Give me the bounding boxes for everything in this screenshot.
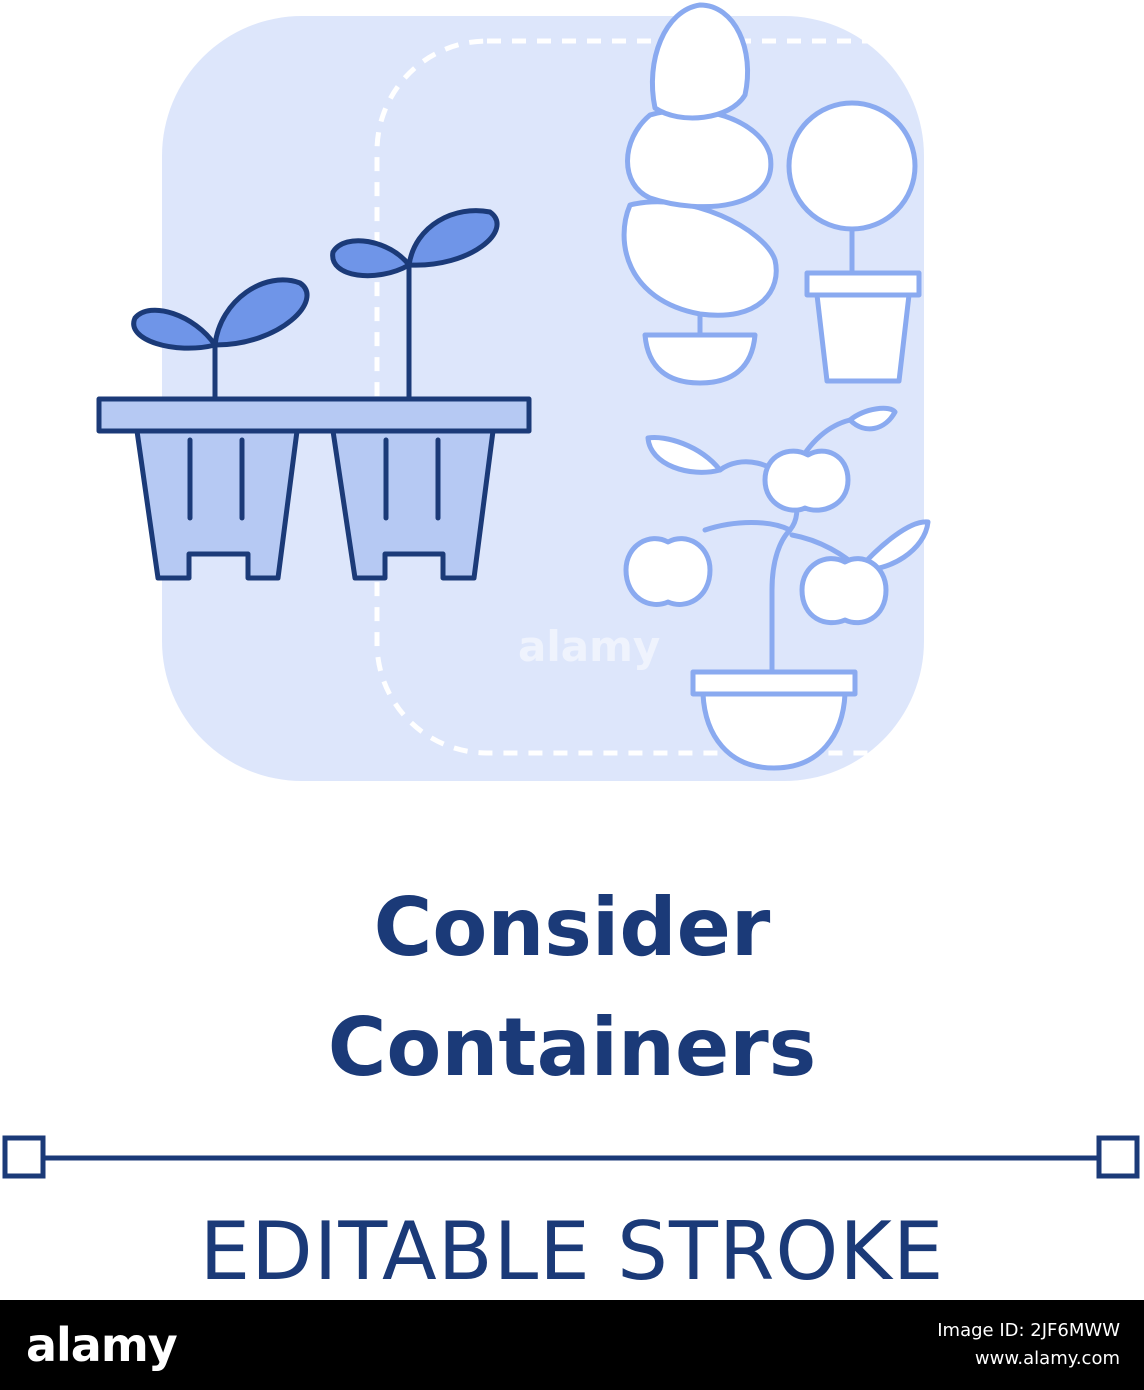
seedling-tray-icon bbox=[96, 208, 532, 581]
apple-tree-icon bbox=[623, 405, 931, 771]
ruler-svg bbox=[2, 1135, 1140, 1179]
watermark-text: alamy bbox=[518, 622, 661, 671]
illustration-svg bbox=[96, 2, 984, 781]
background-tile bbox=[162, 16, 924, 781]
brand-logo: alamy bbox=[26, 1318, 178, 1372]
editable-stroke-ruler bbox=[0, 1125, 1144, 1195]
footer-url[interactable]: www.alamy.com bbox=[974, 1348, 1120, 1369]
spiral-topiary-icon bbox=[621, 2, 779, 386]
footer-bar: alamy Image ID: 2JF6MWW www.alamy.com bbox=[0, 1300, 1144, 1390]
ruler-handle-right bbox=[1096, 1135, 1140, 1179]
ruler-handle-left bbox=[2, 1135, 46, 1179]
concept-illustration: alamy bbox=[96, 2, 984, 781]
title-line-1: Consider bbox=[373, 881, 771, 974]
editable-stroke-caption: EDITABLE STROKE bbox=[199, 1205, 945, 1298]
footer-info: Image ID: 2JF6MWW www.alamy.com bbox=[937, 1317, 1120, 1373]
image-id-label: Image ID: 2JF6MWW bbox=[937, 1320, 1120, 1341]
dashed-frame bbox=[374, 38, 984, 756]
title-line-2: Containers bbox=[327, 1001, 817, 1094]
ball-topiary-icon bbox=[786, 100, 922, 384]
